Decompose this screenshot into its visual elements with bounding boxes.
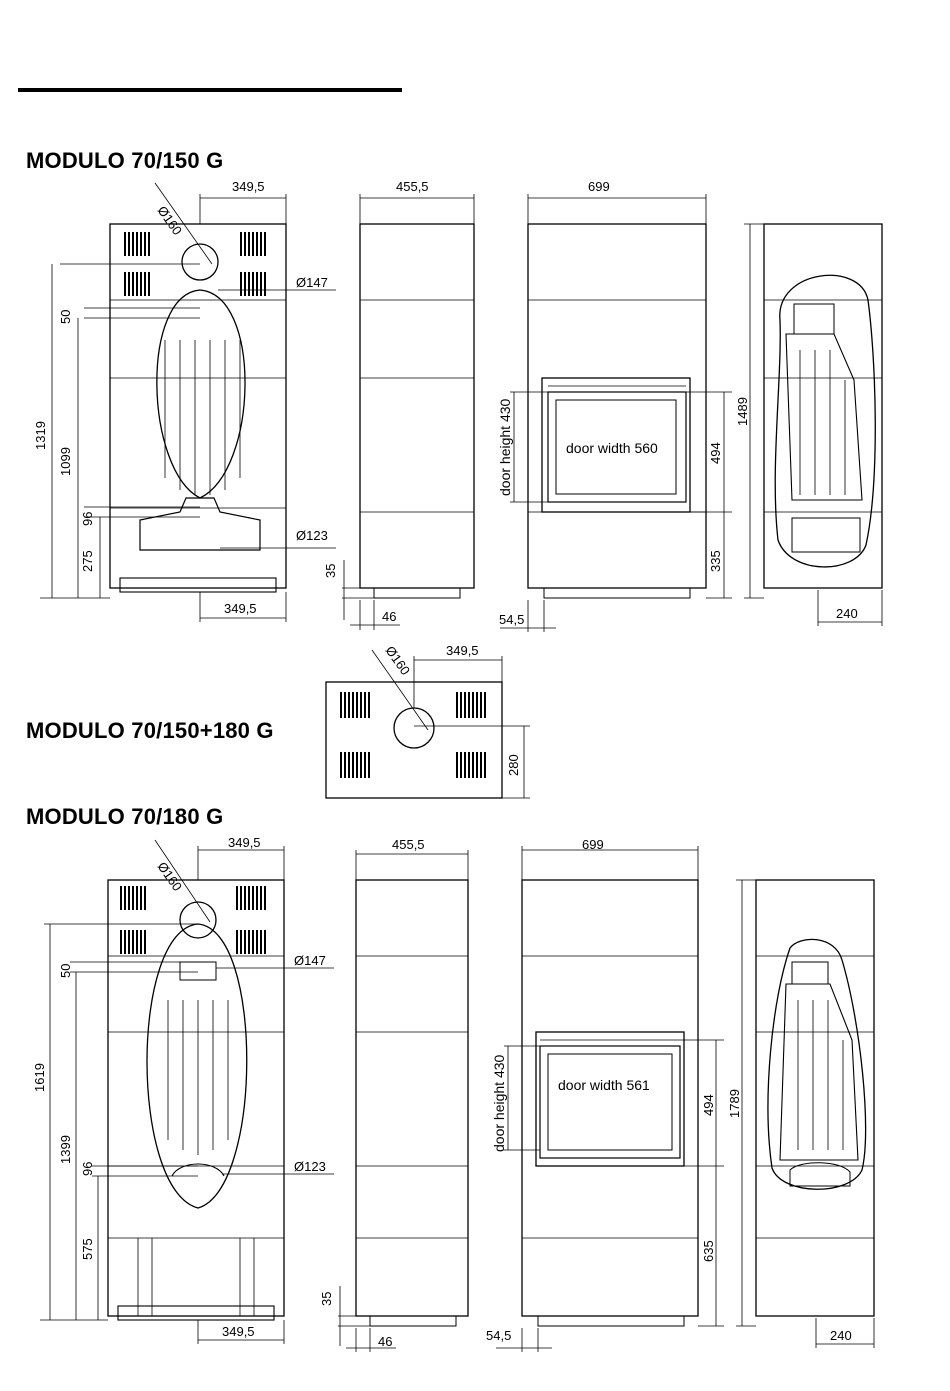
dim-150-v46: 46	[382, 609, 396, 624]
vent-grille	[122, 272, 150, 296]
side-view-150	[360, 224, 474, 598]
front-view-150	[528, 224, 706, 598]
vent-grille	[236, 930, 266, 954]
dim-180-front-width: 699	[582, 837, 604, 852]
rear-section-180-body	[756, 880, 874, 1316]
dim-180-rear-height: 1789	[727, 1089, 742, 1118]
dim-150-door-width: door width 560	[566, 440, 658, 456]
vent-grille	[238, 232, 268, 256]
vent-grille	[338, 692, 370, 718]
rear-section-180	[756, 880, 874, 1316]
dim-top-offset: 349,5	[446, 643, 479, 658]
dim-150-offset-top: 349,5	[232, 179, 265, 194]
vent-grille	[120, 886, 148, 910]
dim-180-flue-147: Ø147	[294, 953, 326, 968]
dim-180-v35: 35	[319, 1292, 334, 1306]
dim-150-v275: 275	[80, 550, 95, 572]
dim-150-rear-height: 1489	[735, 397, 750, 426]
rear-section-150-body	[764, 224, 882, 588]
dim-150-v1099: 1099	[58, 447, 73, 476]
dim-180-v1399: 1399	[58, 1135, 73, 1164]
side-view-180-body	[356, 880, 468, 1316]
dim-180-v240: 240	[830, 1328, 852, 1343]
front-view-150-body	[528, 224, 706, 588]
dim-150-v96: 96	[80, 512, 95, 526]
dim-180-v46: 46	[378, 1334, 392, 1349]
side-view-150-body	[360, 224, 474, 588]
dim-150-flue-147: Ø147	[296, 275, 328, 290]
dim-150-front-width: 699	[588, 179, 610, 194]
vent-grille	[120, 930, 148, 954]
dim-150-v35: 35	[323, 564, 338, 578]
dim-150-side-depth: 455,5	[396, 179, 429, 194]
dim-180-v50: 50	[58, 964, 73, 978]
front-section-180	[108, 880, 284, 1320]
rear-section-150	[764, 224, 882, 588]
dim-180-v575: 575	[80, 1238, 95, 1260]
dim-150-offset-bottom: 349,5	[224, 601, 257, 616]
dim-150-v50: 50	[58, 310, 73, 324]
dim-150-v494: 494	[708, 442, 723, 464]
vent-grille	[122, 232, 150, 256]
dim-180-v635: 635	[701, 1240, 716, 1262]
dim-150-v335: 335	[708, 550, 723, 572]
dim-180-v96: 96	[80, 1162, 95, 1176]
vent-grille	[454, 692, 486, 718]
side-view-180	[356, 880, 468, 1326]
dim-180-v494: 494	[701, 1094, 716, 1116]
front-section-150	[110, 224, 286, 592]
dim-180-offset-bottom: 349,5	[222, 1324, 255, 1339]
dim-150-v240: 240	[836, 606, 858, 621]
dim-150-door-height: door height 430	[497, 398, 513, 496]
dim-180-v1619: 1619	[32, 1063, 47, 1092]
dim-150-v1319: 1319	[33, 421, 48, 450]
vent-grille	[338, 752, 370, 778]
dim-180-flue-123: Ø123	[294, 1159, 326, 1174]
dim-top-depth: 280	[506, 754, 521, 776]
dim-150-flue-123: Ø123	[296, 528, 328, 543]
dim-150-v54: 54,5	[499, 612, 524, 627]
dim-top-flue: Ø160	[383, 643, 414, 678]
vent-grille	[238, 272, 268, 296]
vent-grille	[454, 752, 486, 778]
dim-180-door-height: door height 430	[491, 1054, 507, 1152]
dim-180-door-width: door width 561	[558, 1077, 650, 1093]
dim-180-offset-top: 349,5	[228, 835, 261, 850]
vent-grille	[236, 886, 266, 910]
front-view-180	[522, 880, 698, 1326]
dim-180-side-depth: 455,5	[392, 837, 425, 852]
dim-180-v54: 54,5	[486, 1328, 511, 1343]
